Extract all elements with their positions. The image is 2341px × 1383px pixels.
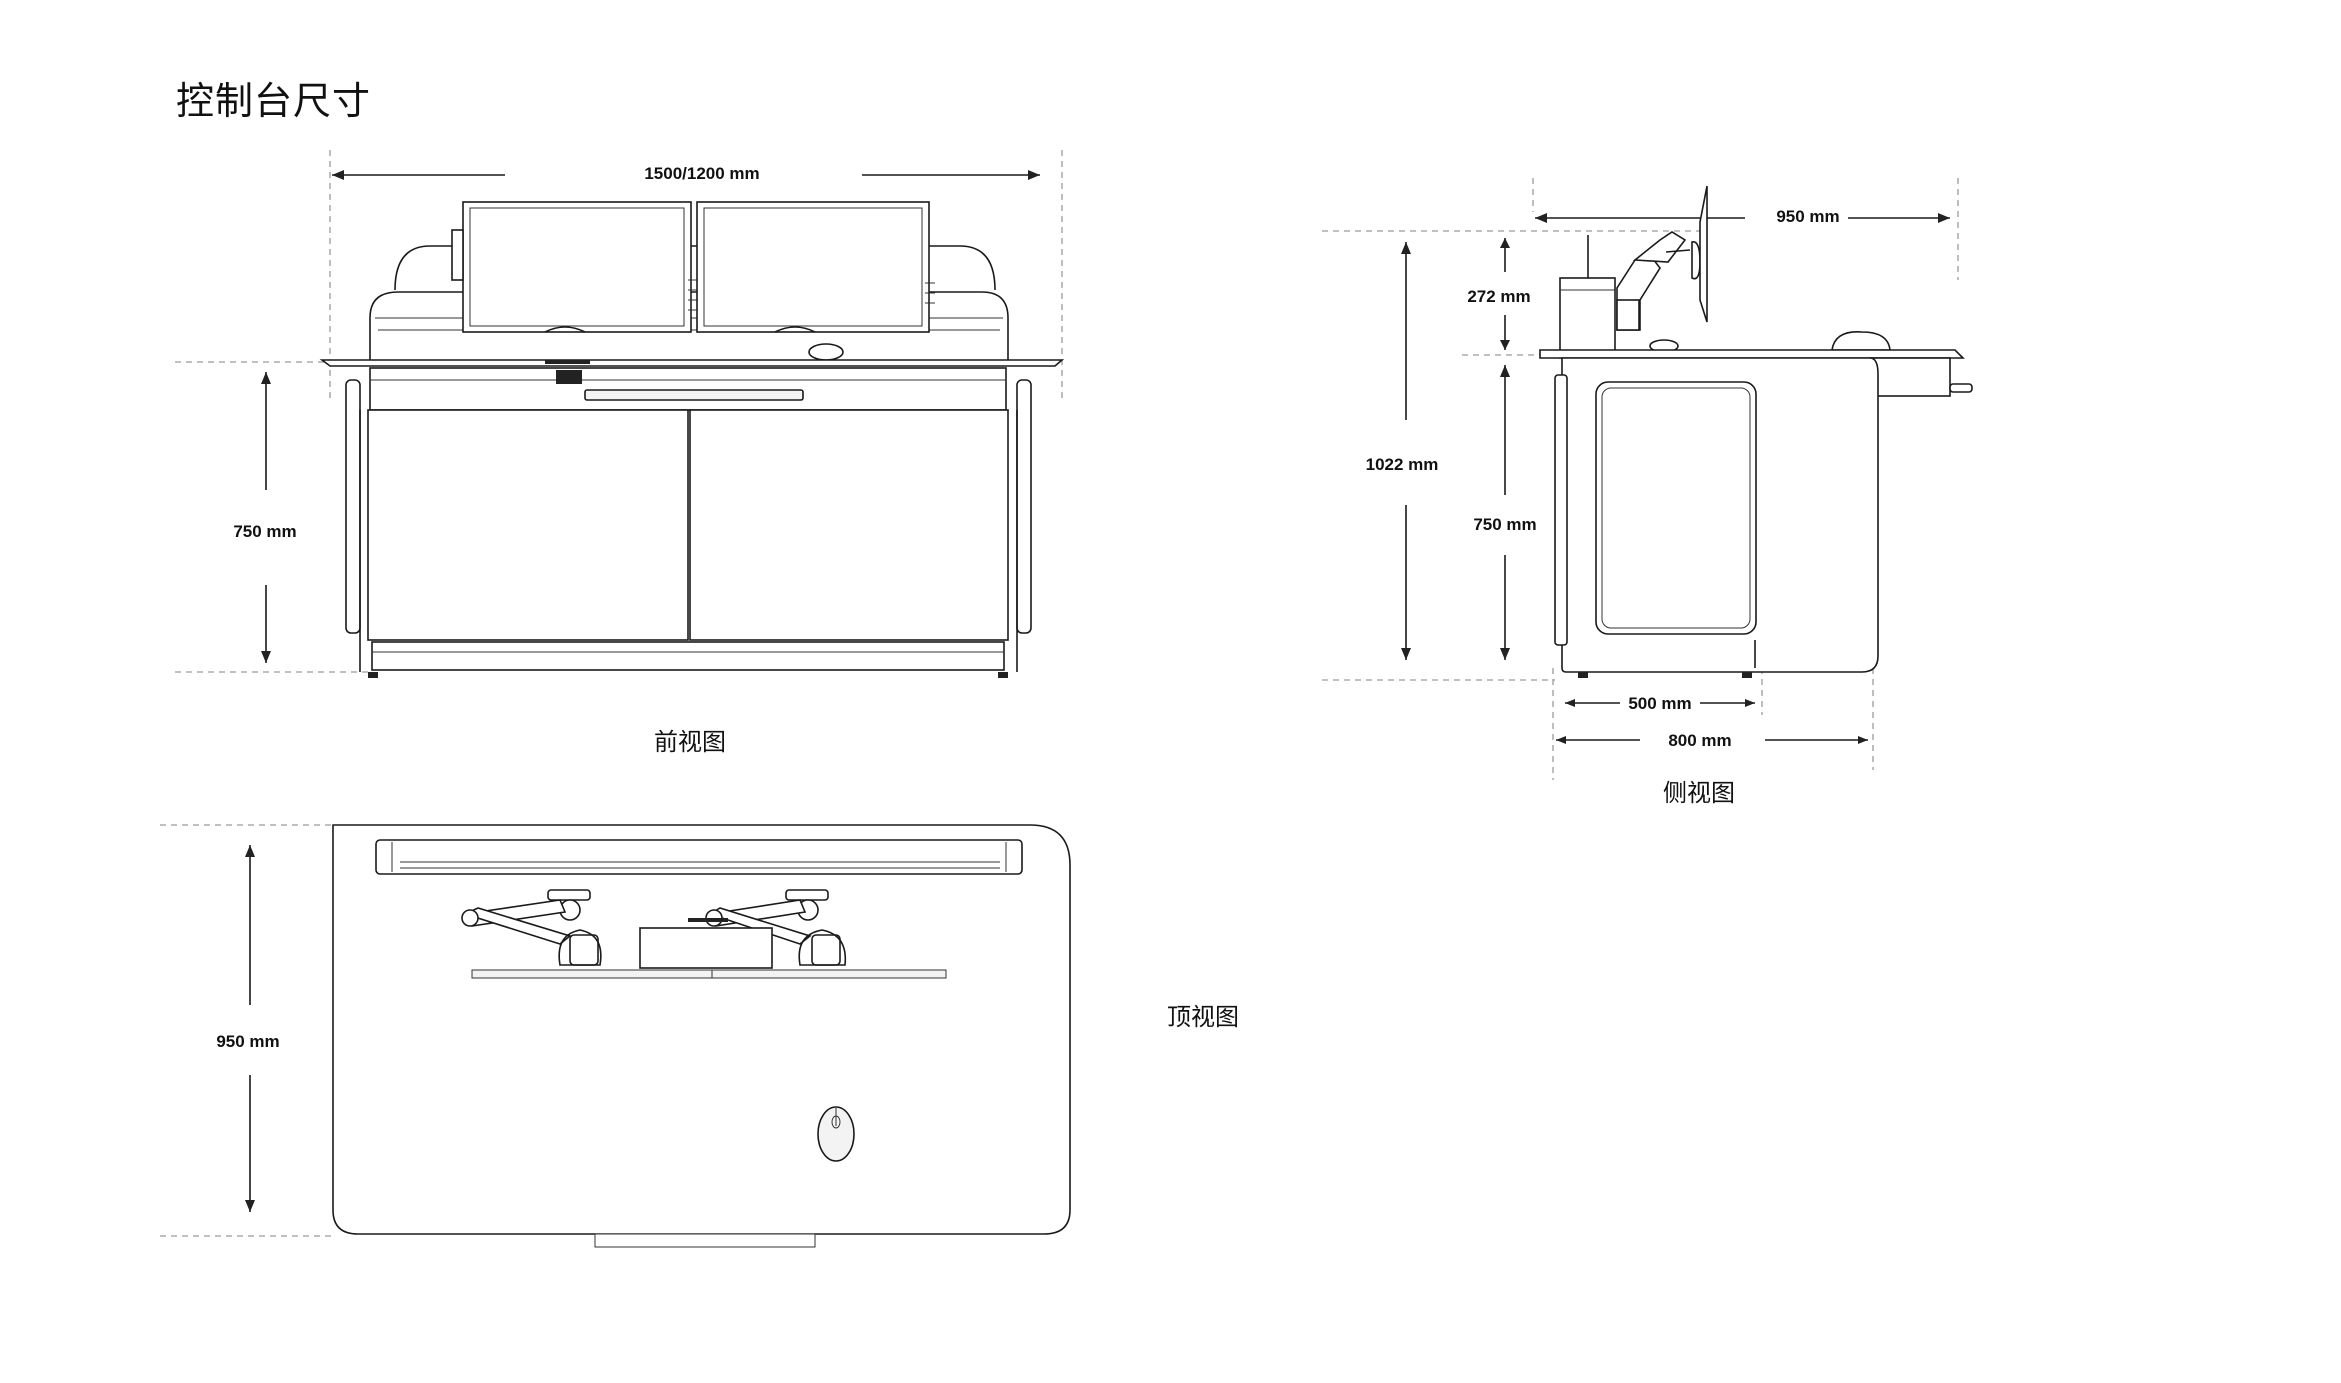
- top-left-monitor-arm: [461, 889, 602, 966]
- top-desk-outline: [332, 824, 1071, 1235]
- side-monitor-mount: [1691, 241, 1701, 280]
- front-height-dimension: 750 mm: [233, 372, 297, 663]
- side-cabinet-depth-label: 500 mm: [1628, 694, 1691, 713]
- side-view-drawing: 950 mm 1022 mm 272 mm 750 mm: [1322, 178, 1973, 780]
- right-cabinet-door: [689, 409, 1009, 641]
- left-cabinet-door: [367, 409, 689, 641]
- front-view-drawing: 1500/1200 mm 750 mm: [175, 150, 1065, 678]
- side-base-depth-label: 800 mm: [1668, 731, 1731, 750]
- side-base-depth-dimension: 800 mm: [1556, 731, 1868, 750]
- side-keyboard-tray: [1869, 357, 1951, 397]
- top-depth-label: 950 mm: [216, 1032, 279, 1051]
- top-view-drawing: 950 mm: [160, 824, 1071, 1248]
- front-camera-dome: [808, 343, 844, 361]
- top-view-caption: 顶视图: [1167, 1003, 1239, 1031]
- top-right-monitor: [711, 969, 947, 979]
- front-width-dimension: 1500/1200 mm: [332, 164, 1040, 183]
- side-total-height-label: 1022 mm: [1366, 455, 1439, 474]
- keyboard-drawer: [584, 389, 804, 401]
- side-monitor-height-label: 272 mm: [1467, 287, 1530, 306]
- right-foot: [998, 672, 1008, 678]
- back-riser: [394, 245, 996, 291]
- top-depth-dimension: 950 mm: [216, 845, 280, 1212]
- left-foot: [368, 672, 378, 678]
- side-desktop-surface: [1539, 349, 1965, 359]
- side-rear-foot: [1742, 672, 1752, 678]
- side-height-label: 750 mm: [1473, 515, 1536, 534]
- side-mouse: [1831, 331, 1891, 351]
- page-title: 控制台尺寸: [176, 79, 372, 123]
- top-back-riser: [375, 839, 1023, 875]
- side-depth-dimension: 950 mm: [1535, 207, 1950, 226]
- right-side-panel: [1016, 379, 1032, 634]
- side-height-dimension: 750 mm: [1473, 365, 1537, 660]
- desktop-surface: [319, 359, 1065, 367]
- top-center-box: [639, 927, 773, 969]
- side-panel-edge: [1554, 374, 1568, 646]
- left-side-panel: [345, 379, 361, 634]
- front-width-label: 1500/1200 mm: [644, 164, 759, 183]
- side-front-foot: [1578, 672, 1588, 678]
- left-monitor: [451, 201, 692, 333]
- drawer-band: [369, 367, 1007, 411]
- front-view-caption: 前视图: [654, 728, 726, 756]
- side-cabinet-door: [1595, 381, 1757, 635]
- side-monitor-arm: [1559, 185, 1708, 359]
- top-keyboard-tray: [594, 1233, 816, 1248]
- side-view-caption: 侧视图: [1663, 779, 1735, 807]
- top-left-monitor: [471, 969, 713, 979]
- front-height-label: 750 mm: [233, 522, 296, 541]
- drawer-latch: [556, 370, 582, 384]
- side-depth-label: 950 mm: [1776, 207, 1839, 226]
- right-monitor: [688, 201, 935, 333]
- side-cabinet-depth-dimension: 500 mm: [1565, 694, 1755, 713]
- side-monitor-height-dimension: 272 mm: [1467, 238, 1531, 350]
- top-mouse: [817, 1106, 855, 1162]
- plinth: [371, 641, 1005, 671]
- side-monitor-screen: [1699, 185, 1708, 323]
- side-total-height-dimension: 1022 mm: [1366, 242, 1439, 660]
- keyboard-edge: [545, 360, 590, 364]
